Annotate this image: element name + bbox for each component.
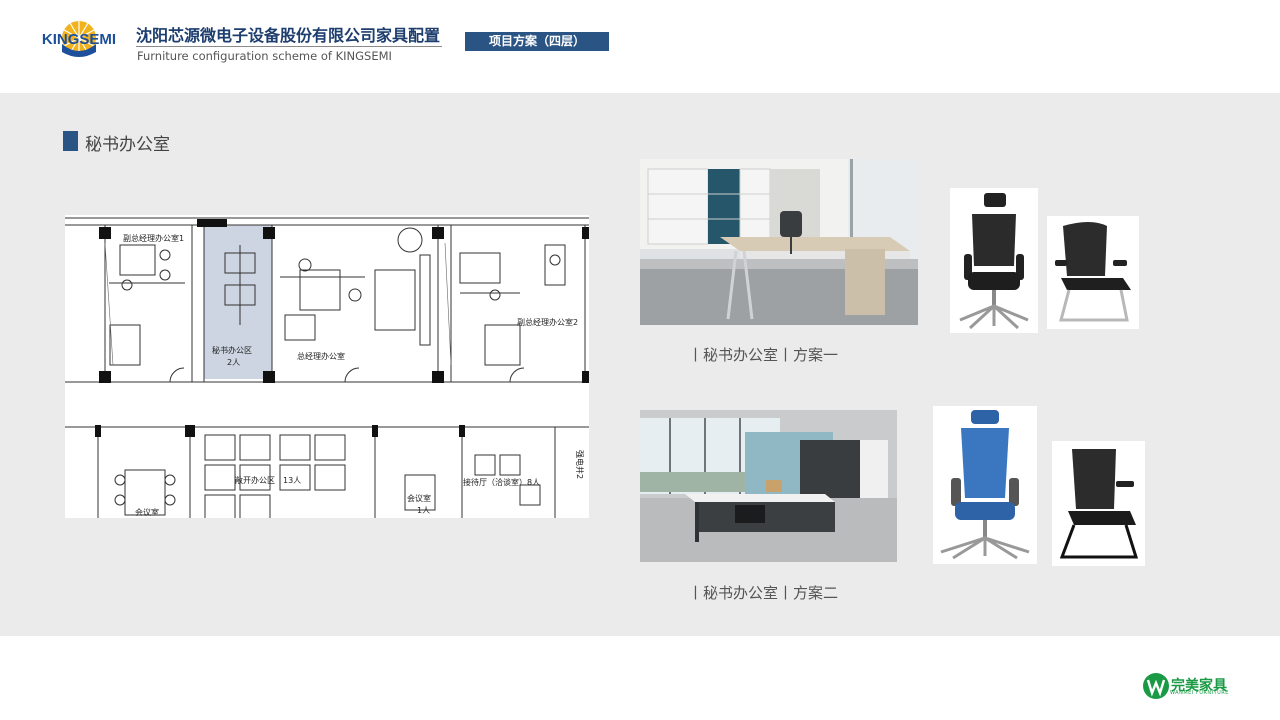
option-1-office-photo: [640, 159, 918, 325]
company-subtitle: Furniture configuration scheme of KINGSE…: [137, 49, 392, 63]
footer-brand-english: WANMEI FURNITURE: [1170, 690, 1229, 696]
label-secretary-area: 秘书办公区: [212, 345, 252, 355]
title-divider: [136, 46, 442, 47]
option-2-chair-a: [933, 406, 1037, 564]
secretary-area-highlight: [204, 225, 272, 379]
project-badge: 项目方案（四层）: [465, 32, 609, 51]
company-title: 沈阳芯源微电子设备股份有限公司家具配置: [136, 26, 441, 45]
option-2-caption: 丨秘书办公室丨方案二: [688, 584, 839, 602]
label-secretary-count: 2人: [227, 358, 240, 367]
label-one-person: 1人: [417, 506, 430, 515]
label-meeting-room-b: 会议室: [407, 493, 431, 503]
label-elevator: 强电井2: [575, 450, 585, 479]
label-open-office: 敞开办公区: [235, 475, 275, 485]
label-open-count: 13人: [283, 476, 301, 485]
floor-plan-drawing: 副总经理办公室1 秘书办公区 2人 总经理办公室 副总经理办公室2 敞开办公区 …: [65, 215, 589, 518]
footer-brand-name: 完美家具: [1171, 678, 1227, 694]
label-meeting-room-a: 会议室: [135, 507, 159, 517]
option-1-caption: 丨秘书办公室丨方案一: [688, 346, 839, 364]
option-1-chair-b: [1047, 216, 1139, 329]
option-2-chair-b: [1052, 441, 1145, 566]
option-1-chair-a: [950, 188, 1038, 333]
section-title: 秘书办公室: [85, 135, 170, 155]
section-marker: [63, 131, 78, 151]
label-vp-office-1: 副总经理办公室1: [123, 233, 184, 243]
wanmei-logo-icon: [1143, 673, 1169, 699]
kingsemi-logo: KINGSEMI: [42, 21, 116, 57]
option-2-office-photo: [640, 410, 897, 562]
logo-text: KINGSEMI: [42, 31, 116, 48]
floor-plan: 副总经理办公室1 秘书办公区 2人 总经理办公室 副总经理办公室2 敞开办公区 …: [65, 215, 589, 518]
label-reception: 接待厅（洽谈室）8人: [463, 477, 540, 487]
page-header: KINGSEMI 沈阳芯源微电子设备股份有限公司家具配置 Furniture c…: [0, 0, 1280, 93]
label-vp-office-2: 副总经理办公室2: [517, 317, 578, 327]
label-gm-office: 总经理办公室: [297, 351, 345, 361]
